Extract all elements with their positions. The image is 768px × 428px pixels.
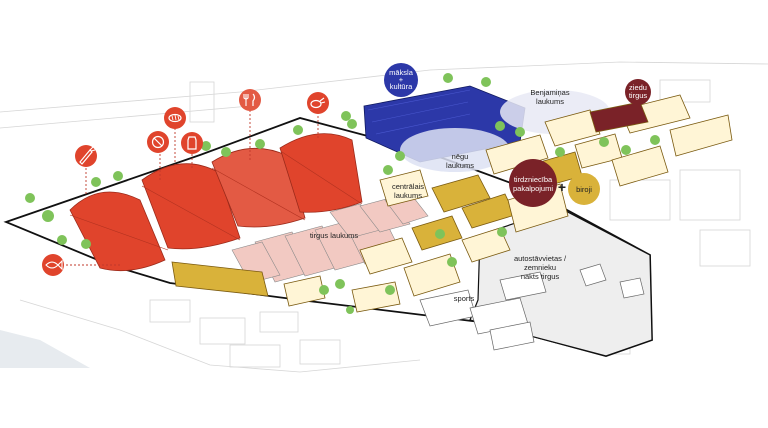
nakts-tirgus-text: nakts tirgus — [521, 272, 560, 281]
cutlery-icon — [239, 89, 261, 111]
biroji-text: biroji — [576, 185, 592, 194]
ziedu-text: ziedu — [629, 83, 647, 92]
yellow-hall — [171, 261, 269, 297]
water-area — [0, 330, 90, 368]
milk-icon — [181, 132, 203, 154]
sports-text: sports — [454, 294, 475, 303]
label-centralais-laukums: centrālais laukums — [392, 182, 424, 200]
market-hall-2 — [141, 163, 241, 250]
benjamina-laukums-text: laukums — [536, 97, 564, 106]
no-meat-icon — [147, 131, 169, 153]
label-sports: sports — [454, 294, 475, 303]
sports-buildings — [419, 263, 645, 351]
centralais-text: centrālais — [392, 182, 424, 191]
market-halls — [69, 133, 363, 297]
market-hall-4 — [279, 133, 363, 213]
carrot-icon — [75, 145, 97, 167]
benjamina-text: Benjamiņas — [530, 88, 569, 97]
bread-icon — [164, 107, 186, 129]
negu-text: nēgu — [452, 152, 469, 161]
label-tirgus-laukums: tirgus laukums — [310, 231, 359, 240]
trees — [25, 73, 660, 314]
label-tirdznieciba-pakalpojumi: tirdzniecība pakalpojumi + biroji — [509, 159, 600, 207]
plus-sign: + — [558, 179, 566, 195]
chicken-icon — [307, 92, 329, 114]
ziedu-tirgus-text: tirgus — [629, 91, 648, 100]
maksla-plus: + — [399, 75, 404, 84]
tirdznieciba-text: tirdzniecība — [514, 175, 553, 184]
label-negu-laukums: nēgu laukums — [446, 152, 474, 170]
autostavvietas-text: autostāvvietas / — [514, 254, 567, 263]
zemnieku-text: zemnieku — [524, 263, 556, 272]
negu-laukums-text: laukums — [446, 161, 474, 170]
label-maksla-kultura: māksla + kultūra — [384, 63, 418, 97]
negu-plaza — [400, 128, 510, 172]
centralais-laukums-text: laukums — [394, 191, 422, 200]
icon-leaders — [62, 110, 319, 266]
pakalpojumi-text: pakalpojumi — [513, 184, 553, 193]
market-hall-1 — [69, 191, 166, 272]
fish-icon — [42, 254, 64, 276]
label-ziedu-tirgus: ziedu tirgus — [625, 79, 651, 105]
maksla-text: māksla — [389, 68, 414, 77]
kultura-text: kultūra — [390, 82, 413, 91]
label-benjamina-laukums: Benjamiņas laukums — [530, 88, 569, 106]
tirgus-laukums-text: tirgus laukums — [310, 231, 359, 240]
label-autostavvietas: autostāvvietas / zemnieku nakts tirgus — [514, 254, 567, 281]
